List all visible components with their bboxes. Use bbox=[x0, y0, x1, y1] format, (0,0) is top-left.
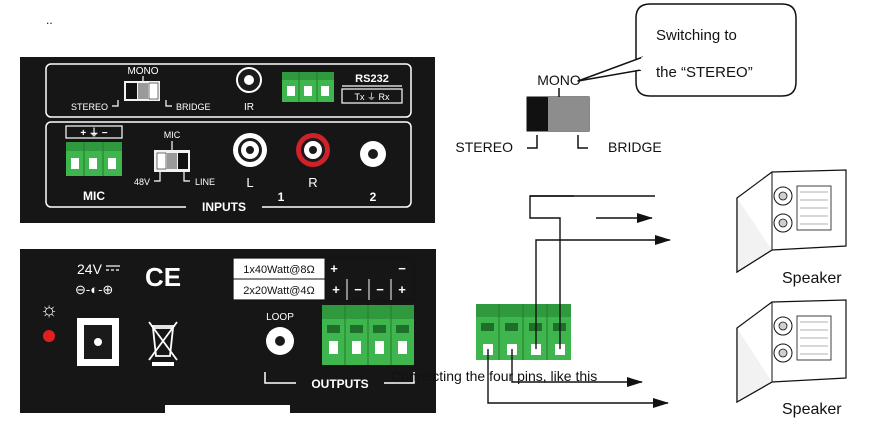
callout-line1: Switching to bbox=[656, 27, 737, 44]
input-2-jack[interactable] bbox=[360, 141, 386, 167]
speaker-output-terminal[interactable] bbox=[322, 305, 414, 365]
corner-mark: .. bbox=[46, 13, 53, 27]
row2-sign-3: − bbox=[376, 282, 384, 297]
mic-label: MIC bbox=[83, 189, 105, 203]
light-icon: ☼ bbox=[40, 299, 58, 321]
speaker-1-icon bbox=[736, 169, 847, 274]
wire-speaker2-b bbox=[487, 349, 669, 408]
wire-speaker2-a bbox=[511, 349, 643, 387]
callout-line2: the “STEREO” bbox=[656, 64, 753, 81]
speaker-2-icon bbox=[736, 299, 847, 404]
mic-switch-label: MIC bbox=[164, 130, 181, 140]
mic-terminal-signs: + ⏚ − bbox=[80, 127, 107, 139]
outputs-label: OUTPUTS bbox=[311, 377, 368, 391]
ir-receiver-icon bbox=[244, 75, 254, 85]
bridge-label: BRIDGE bbox=[176, 102, 211, 112]
power-voltage-label: 24V bbox=[77, 261, 103, 277]
detail-stereo-label: STEREO bbox=[455, 139, 513, 155]
mono-label: MONO bbox=[127, 66, 158, 77]
speaker-1-label: Speaker bbox=[782, 270, 842, 287]
detail-mode-switch bbox=[526, 96, 590, 132]
wiring-diagram: Speaker Speaker Connecting the four pins… bbox=[391, 169, 847, 418]
row1-sign-minus: − bbox=[398, 261, 406, 276]
speaker-2-label: Speaker bbox=[782, 401, 842, 418]
detail-bridge-label: BRIDGE bbox=[608, 139, 662, 155]
wiring-terminal-block bbox=[476, 304, 571, 360]
mic-line-switch[interactable] bbox=[154, 150, 190, 172]
wire-speaker1-a bbox=[535, 235, 671, 349]
row2-sign-4: + bbox=[398, 282, 406, 297]
ir-label: IR bbox=[244, 102, 254, 113]
rca-right-jack[interactable] bbox=[296, 133, 330, 167]
mode-switch[interactable] bbox=[124, 81, 160, 101]
ce-mark: CE bbox=[145, 262, 181, 292]
inputs-panel: MONO STEREO BRIDGE IR RS232 Tx ⏚ Rx bbox=[20, 57, 435, 223]
dc-power-jack[interactable] bbox=[77, 318, 119, 366]
row2-sign-1: + bbox=[332, 282, 340, 297]
input-2-label: 2 bbox=[370, 190, 377, 204]
power-polarity-symbol: ⊖-◐-⊕ bbox=[75, 282, 113, 297]
callout-bubble bbox=[577, 3, 797, 97]
power-indicator-led bbox=[43, 330, 55, 342]
outputs-panel: 24V ⊖-◐-⊕ CE ☼ 1x40Watt@8Ω 2x20Watt bbox=[20, 249, 436, 413]
spec-row1-label: 1x40Watt@8Ω bbox=[243, 264, 315, 276]
switch-detail: Switching to the “STEREO” MONO STEREO BR… bbox=[455, 3, 797, 155]
spec-row2-label: 2x20Watt@4Ω bbox=[243, 285, 315, 297]
input-1-label: 1 bbox=[278, 190, 285, 204]
rca-left-jack[interactable] bbox=[233, 133, 267, 167]
line-label: LINE bbox=[195, 177, 215, 187]
spec-row2-signs: + − − + bbox=[325, 279, 414, 300]
stereo-label: STEREO bbox=[71, 102, 108, 112]
mic-terminal[interactable] bbox=[66, 142, 122, 176]
left-label: L bbox=[246, 175, 253, 190]
wiring-caption: Connecting the four pins, like this bbox=[391, 368, 597, 384]
spec-row1-signs: + − bbox=[325, 258, 414, 279]
weee-icon bbox=[148, 321, 178, 366]
row2-sign-2: − bbox=[354, 282, 362, 297]
48v-label: 48V bbox=[134, 177, 150, 187]
rs232-pins-label: Tx ⏚ Rx bbox=[355, 92, 390, 102]
loop-jack[interactable] bbox=[266, 327, 294, 355]
rs232-terminal[interactable] bbox=[282, 72, 334, 102]
inputs-label: INPUTS bbox=[202, 200, 246, 214]
detail-mono-label: MONO bbox=[537, 72, 581, 88]
right-label: R bbox=[308, 175, 317, 190]
rs232-label: RS232 bbox=[355, 73, 389, 85]
row1-sign-plus: + bbox=[330, 261, 338, 276]
loop-label: LOOP bbox=[266, 312, 294, 323]
